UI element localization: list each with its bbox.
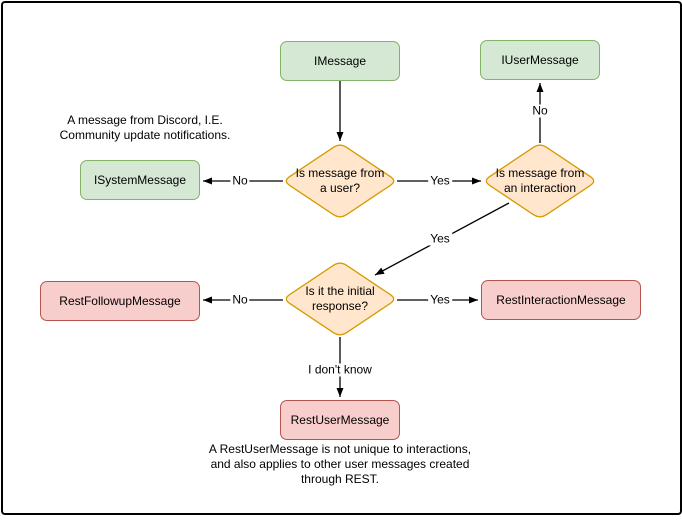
diamond-shape bbox=[485, 144, 595, 218]
node-restinteractionmessage: RestInteractionMessage bbox=[481, 280, 641, 320]
node-restusermessage: RestUserMessage bbox=[280, 400, 400, 440]
decision-label: Is message from an interaction bbox=[495, 166, 585, 195]
edge-label-user-yes: Yes bbox=[428, 173, 452, 188]
decision-is-message-from-interaction: Is message from an interaction bbox=[483, 143, 597, 219]
edge-label-user-no: No bbox=[230, 173, 250, 188]
decision-label: Is message from a user? bbox=[295, 166, 385, 195]
node-restfollowupmessage: RestFollowupMessage bbox=[40, 281, 200, 321]
node-iusermessage: IUserMessage bbox=[480, 40, 600, 80]
diamond-shape bbox=[285, 262, 395, 336]
decision-is-message-from-user: Is message from a user? bbox=[283, 143, 397, 219]
edge-label-interaction-yes: Yes bbox=[428, 231, 452, 246]
annotation-restusermessage-note: A RestUserMessage is not unique to inter… bbox=[208, 442, 472, 486]
edge-label-initial-yes: Yes bbox=[428, 292, 452, 307]
decision-is-initial-response: Is it the initial response? bbox=[283, 261, 397, 337]
node-isystemmessage: ISystemMessage bbox=[80, 160, 200, 200]
annotation-system-message-note: A message from Discord, I.E. Community u… bbox=[59, 113, 231, 142]
decision-label: Is it the initial response? bbox=[305, 284, 375, 313]
edge-label-initial-unknown: I don't know bbox=[306, 362, 374, 377]
edge-label-initial-no: No bbox=[230, 292, 250, 307]
edge-label-interaction-no: No bbox=[530, 103, 550, 118]
diamond-shape bbox=[285, 144, 395, 218]
node-imessage: IMessage bbox=[280, 41, 400, 81]
